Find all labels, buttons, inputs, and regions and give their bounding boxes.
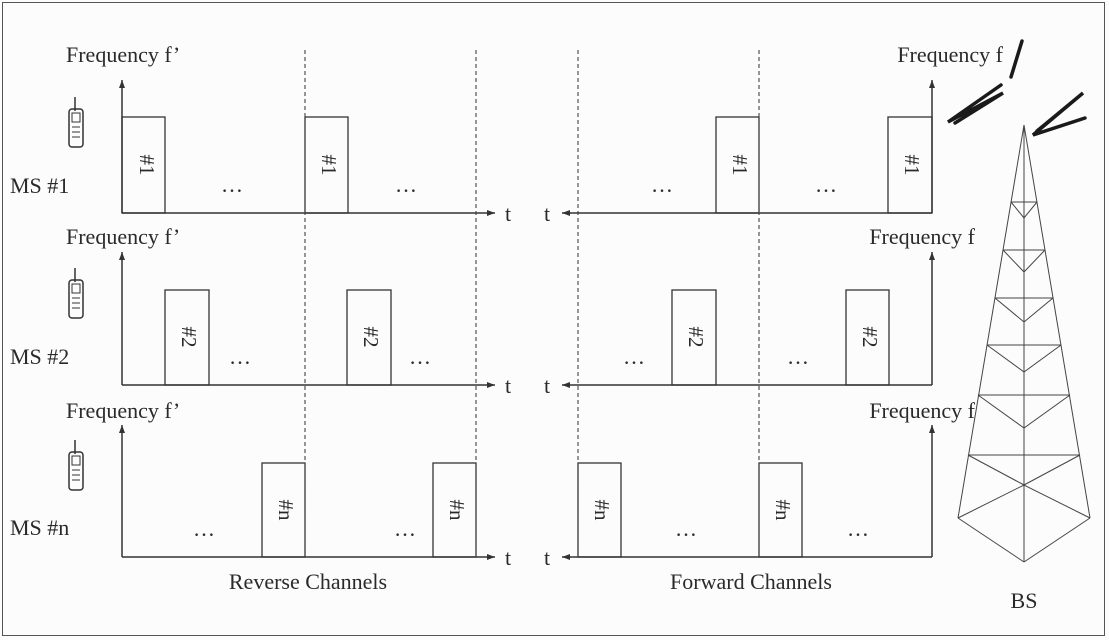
forward-frequency-label: Frequency f bbox=[869, 224, 975, 249]
slot-label: #1 bbox=[900, 155, 924, 176]
ellipsis: … bbox=[193, 516, 215, 541]
time-slot bbox=[164, 289, 210, 386]
ellipsis: … bbox=[815, 172, 837, 197]
slot-label: #n bbox=[445, 500, 469, 522]
time-slot bbox=[758, 462, 803, 558]
forward-time-label: t bbox=[544, 373, 550, 398]
reverse-channels-caption: Reverse Channels bbox=[229, 569, 387, 594]
forward-channels-caption: Forward Channels bbox=[670, 569, 832, 594]
ellipsis: … bbox=[394, 516, 416, 541]
forward-frequency-label: Frequency f bbox=[869, 398, 975, 423]
base-station-tower-icon bbox=[957, 124, 1091, 563]
slot-label: #n bbox=[590, 500, 614, 522]
reverse-time-label: t bbox=[505, 373, 511, 398]
time-slot bbox=[261, 462, 306, 558]
row-msn: Frequency f’ Frequency f MS #n t … #n … … bbox=[10, 398, 976, 570]
ellipsis: … bbox=[651, 172, 673, 197]
time-slot bbox=[887, 116, 933, 214]
reverse-time-label: t bbox=[505, 545, 511, 570]
ellipsis: … bbox=[787, 344, 809, 369]
ms-label: MS #n bbox=[10, 515, 69, 540]
ellipsis: … bbox=[221, 172, 243, 197]
reverse-time-label: t bbox=[505, 201, 511, 226]
reverse-frequency-label: Frequency f’ bbox=[66, 398, 180, 423]
ms-label: MS #2 bbox=[10, 344, 69, 369]
slot-label: #n bbox=[771, 500, 795, 522]
forward-time-label: t bbox=[544, 201, 550, 226]
forward-time-label: t bbox=[544, 545, 550, 570]
time-slot bbox=[121, 116, 166, 214]
time-slot bbox=[432, 462, 477, 558]
reverse-frequency-label: Frequency f’ bbox=[66, 42, 180, 67]
forward-frequency-label: Frequency f bbox=[897, 42, 1003, 67]
time-slot bbox=[346, 289, 392, 386]
ellipsis: … bbox=[409, 344, 431, 369]
slot-label: #1 bbox=[317, 155, 341, 176]
ellipsis: … bbox=[847, 516, 869, 541]
mobile-phone-icon bbox=[68, 268, 84, 319]
slot-label: #n bbox=[274, 500, 298, 522]
slot-label: #2 bbox=[684, 327, 708, 348]
radio-wave-icon bbox=[946, 39, 1087, 137]
time-slot bbox=[671, 289, 717, 386]
reverse-frequency-label: Frequency f’ bbox=[66, 224, 180, 249]
row-ms2: Frequency f’ Frequency f MS #2 t #2 … #2… bbox=[10, 224, 976, 398]
slot-label: #1 bbox=[135, 155, 159, 176]
slot-label: #1 bbox=[728, 155, 752, 176]
ms-label: MS #1 bbox=[10, 173, 69, 198]
slot-label: #2 bbox=[359, 327, 383, 348]
ellipsis: … bbox=[229, 344, 251, 369]
ellipsis: … bbox=[395, 172, 417, 197]
mobile-phone-icon bbox=[68, 440, 84, 491]
bs-label: BS bbox=[1011, 588, 1038, 613]
time-slot bbox=[577, 462, 622, 558]
ellipsis: … bbox=[623, 344, 645, 369]
ellipsis: … bbox=[675, 516, 697, 541]
time-slot bbox=[845, 289, 890, 386]
frame-divider-lines bbox=[304, 50, 760, 557]
mobile-phone-icon bbox=[68, 97, 84, 148]
slot-label: #2 bbox=[177, 327, 201, 348]
slot-label: #2 bbox=[858, 327, 882, 348]
